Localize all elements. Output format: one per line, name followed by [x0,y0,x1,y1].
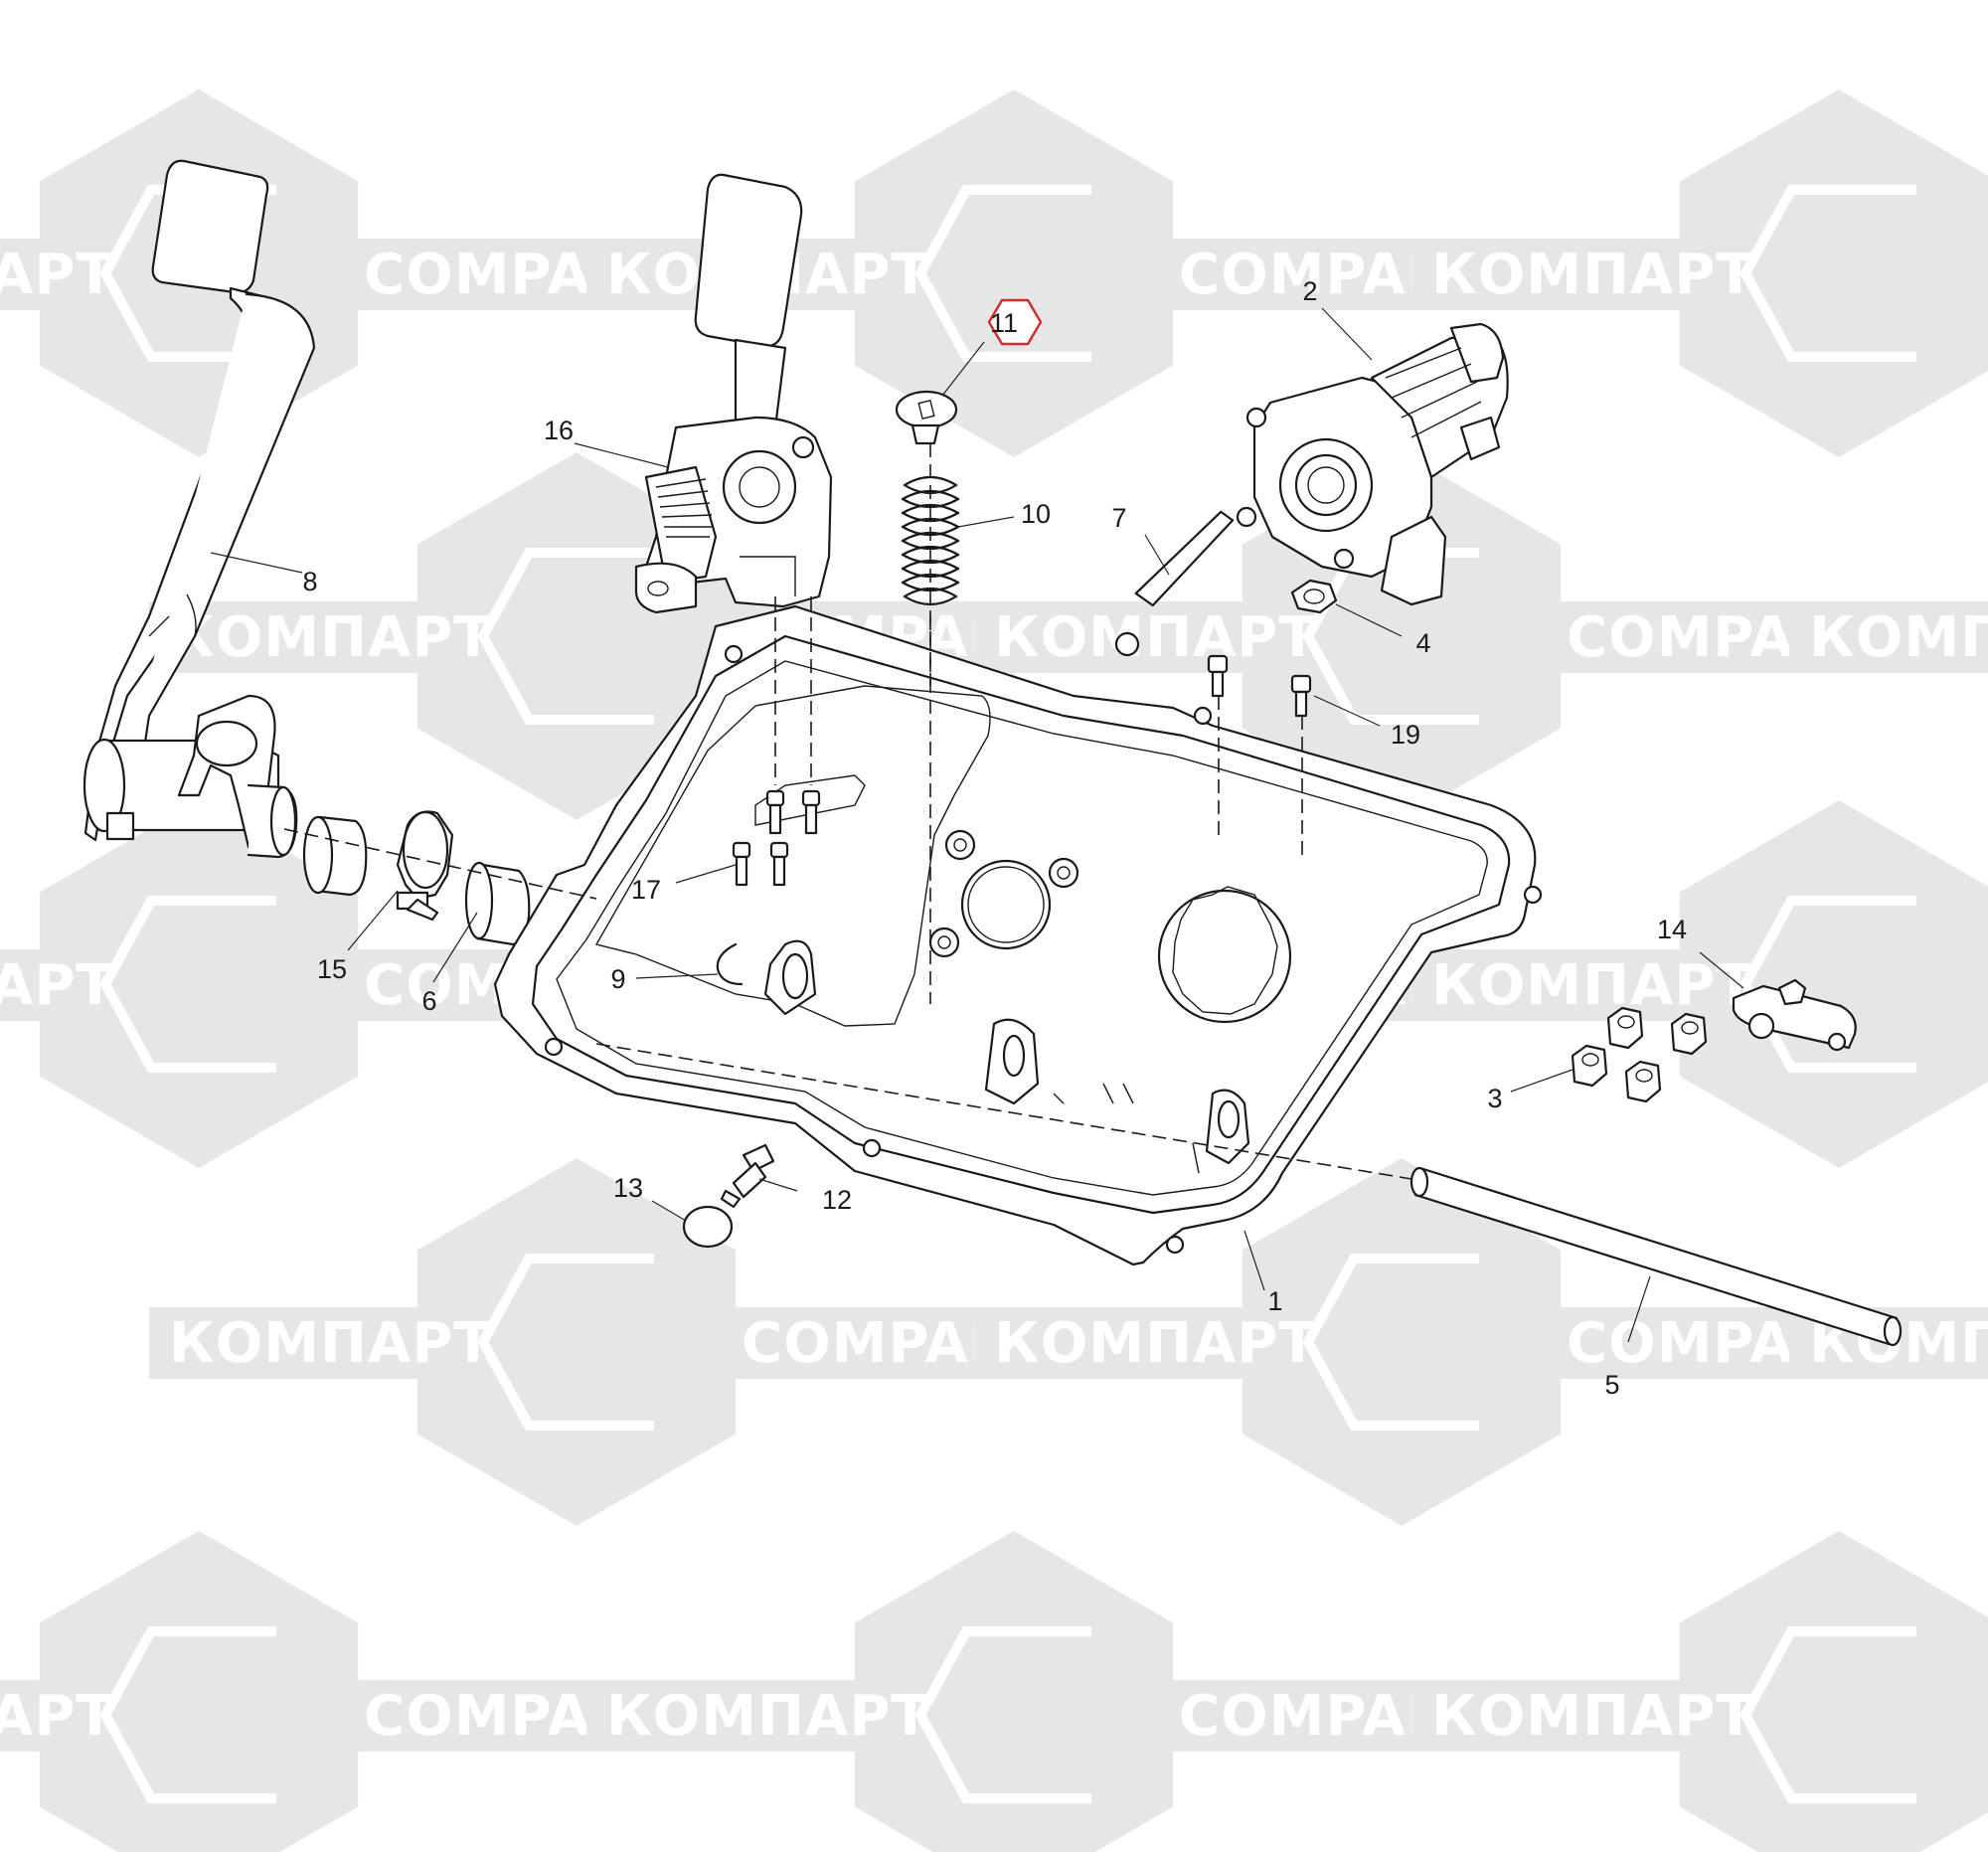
watermark-band [1789,601,1988,673]
callout-5[interactable]: 5 [1604,1370,1619,1400]
watermark-c-mark [99,1626,276,1803]
callout-1[interactable]: 1 [1267,1286,1282,1316]
watermark-c-mark [1302,1254,1479,1431]
base-frame[interactable] [493,604,1543,1266]
watermark-c-mark [477,1254,654,1431]
callout-16[interactable]: 16 [544,416,574,445]
callout-17[interactable]: 17 [631,875,661,905]
callout-3[interactable]: 3 [1487,1084,1502,1113]
bolt-part-19[interactable] [1207,654,1312,718]
callout-2[interactable]: 2 [1302,276,1317,306]
callout-13[interactable]: 13 [613,1173,643,1203]
callout-14[interactable]: 14 [1657,915,1687,944]
watermark-text-cyrillic: КОМПАРТ [0,1684,115,1749]
callout-15[interactable]: 15 [317,954,347,984]
watermark-text-cyrillic: КОМПАРТ [1431,243,1755,307]
watermark-text-cyrillic: КОМПАРТ [1809,605,1988,670]
watermark-c-mark [477,548,654,725]
brake-valve[interactable] [1236,322,1509,606]
callout-19[interactable]: 19 [1391,720,1420,750]
nut-part-4[interactable] [1290,579,1338,614]
callout-11[interactable]: 11 [990,308,1018,338]
clamp-part[interactable] [396,810,454,922]
pin-part[interactable] [1114,509,1243,657]
accelerator-pedal-assembly[interactable] [634,173,833,614]
watermark-text-cyrillic: КОМПАРТ [169,1311,493,1376]
watermark-band [586,1680,1441,1752]
bracket-part-14[interactable] [1732,978,1857,1052]
watermark-text-cyrillic: КОМПАРТ [994,1311,1318,1376]
watermark-text-cyrillic: КОМПАРТ [0,953,115,1018]
callout-9[interactable]: 9 [610,964,625,994]
watermark-text-cyrillic: КОМПАРТ [606,1684,930,1749]
watermark-band [974,601,1829,673]
callout-12[interactable]: 12 [822,1185,852,1215]
watermark-band [974,1307,1829,1379]
brake-pedal-arm[interactable] [83,159,316,859]
assembly-axis-lines [283,443,1412,1180]
watermark-text-cyrillic: КОМПАРТ [0,243,115,307]
highlight-hexagon [987,298,1043,346]
watermark-text-cyrillic: КОМПАРТ [1431,1684,1755,1749]
bolt-part-17[interactable] [732,789,821,887]
nut-part-3[interactable] [1571,1006,1708,1103]
leader-lines [210,307,1744,1343]
watermark-band [1411,949,1988,1021]
bushing-part[interactable] [302,815,368,897]
watermark-c-mark [1740,1626,1916,1803]
cap-part-13[interactable] [682,1205,734,1249]
watermark-band [1411,1680,1988,1752]
watermark-c-mark [1740,896,1916,1073]
watermark-c-mark [914,185,1091,362]
watermark-band [149,1307,1004,1379]
watermark-c-mark [99,896,276,1073]
cap-part[interactable] [895,390,958,445]
watermark-c-mark [914,1626,1091,1803]
shaft-part-5[interactable] [1409,1166,1903,1347]
callout-8[interactable]: 8 [302,567,317,596]
clip-part-9[interactable] [716,942,744,986]
callout-7[interactable]: 7 [1111,503,1126,533]
callout-6[interactable]: 6 [421,986,436,1016]
callout-10[interactable]: 10 [1021,499,1051,529]
callout-4[interactable]: 4 [1415,628,1430,658]
watermark-text-cyrillic: КОМПАРТ [1431,953,1755,1018]
watermark-text-cyrillic: КОМПАРТ [994,605,1318,670]
bolt-part-12[interactable] [720,1143,775,1209]
watermark-c-mark [1740,185,1916,362]
watermark-band [1411,239,1988,310]
watermark-text-cyrillic: КОМПАРТ [169,605,493,670]
